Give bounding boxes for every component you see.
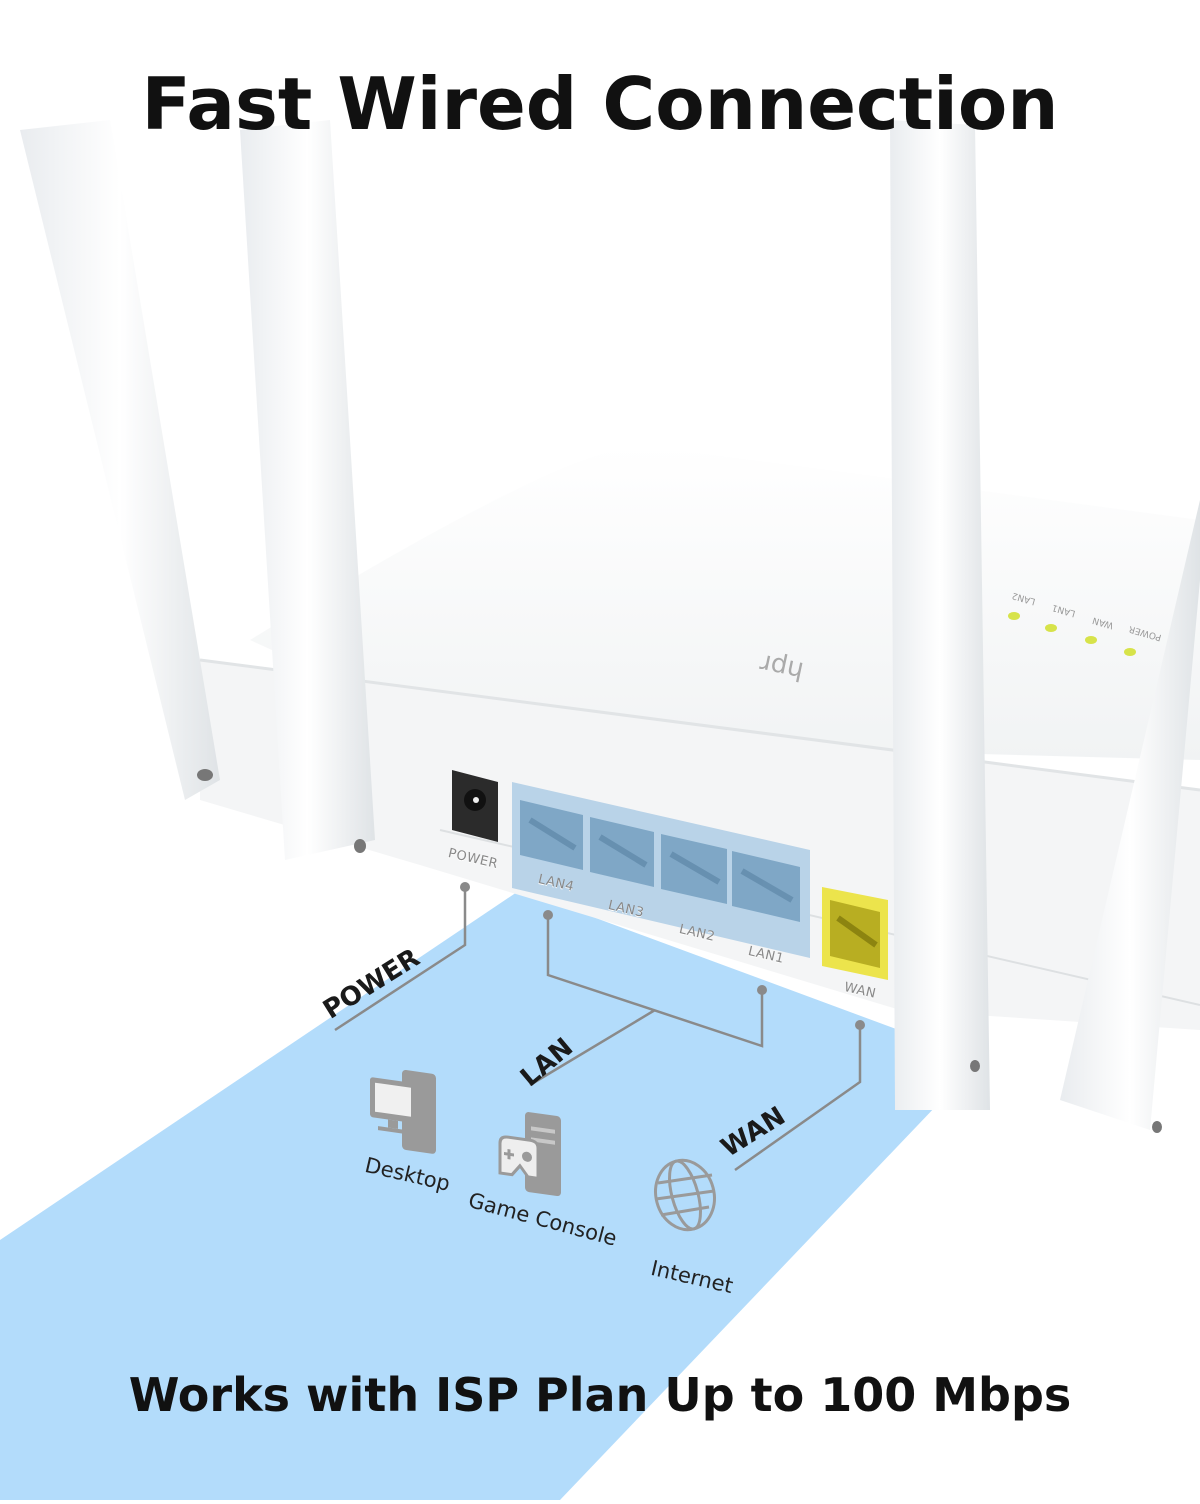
desktop-icon — [370, 1070, 436, 1154]
connection-lines — [334, 888, 862, 1172]
game-console-icon — [498, 1112, 561, 1197]
antenna-left — [240, 120, 375, 860]
status-leds — [1008, 612, 1136, 656]
page-title: Fast Wired Connection — [141, 62, 1059, 146]
power-line — [334, 888, 467, 1032]
lan-line — [529, 916, 764, 1087]
led-power — [1124, 648, 1136, 656]
led-lan1 — [1045, 624, 1057, 632]
antenna-right — [890, 120, 990, 1110]
tagline: Works with ISP Plan Up to 100 Mbps — [128, 1368, 1072, 1422]
globe-icon — [654, 1158, 716, 1232]
blue-band — [0, 890, 980, 1500]
antennas — [20, 120, 1200, 1133]
led-lan2 — [1008, 612, 1020, 620]
led-wan — [1085, 636, 1097, 644]
antenna-far-left — [20, 120, 220, 800]
antenna-far-right — [1060, 500, 1200, 1130]
wan-line — [734, 1025, 862, 1172]
